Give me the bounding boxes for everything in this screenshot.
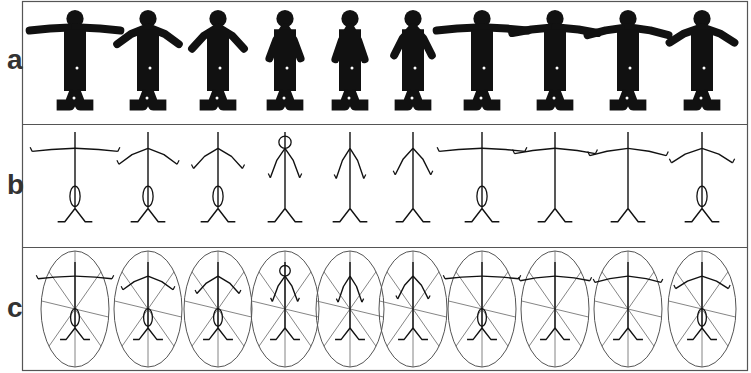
silhouette bbox=[267, 10, 304, 105]
silhouette bbox=[437, 10, 528, 105]
skeleton bbox=[195, 262, 241, 339]
silhouette bbox=[192, 10, 244, 105]
silhouette bbox=[30, 10, 121, 105]
skeleton bbox=[513, 132, 598, 222]
sector-ellipse bbox=[379, 251, 447, 367]
skeleton bbox=[121, 262, 175, 339]
skeleton bbox=[669, 132, 734, 222]
sector-ellipse bbox=[668, 251, 736, 367]
skeleton bbox=[443, 262, 520, 339]
skeleton bbox=[191, 132, 244, 222]
skeleton bbox=[674, 262, 730, 339]
skeleton bbox=[36, 262, 113, 339]
figure-frame bbox=[23, 2, 748, 371]
silhouette-row bbox=[30, 10, 735, 105]
skeleton bbox=[270, 262, 300, 339]
sector-ellipse bbox=[443, 251, 520, 367]
silhouette bbox=[117, 10, 179, 105]
skeleton bbox=[593, 262, 663, 339]
row-label: c bbox=[7, 294, 23, 322]
sector-ellipse bbox=[518, 251, 591, 367]
skeleton bbox=[518, 262, 591, 339]
silhouette bbox=[512, 10, 598, 105]
skeleton bbox=[335, 262, 365, 339]
row-label: b bbox=[7, 171, 24, 199]
sector-row bbox=[36, 251, 736, 367]
sector-ellipse bbox=[251, 251, 319, 367]
skeleton bbox=[30, 132, 120, 222]
silhouette bbox=[394, 10, 432, 105]
silhouette bbox=[332, 10, 369, 105]
skeleton bbox=[117, 132, 179, 222]
skeleton-row bbox=[30, 132, 735, 222]
skeleton bbox=[396, 262, 430, 339]
skeleton bbox=[333, 132, 368, 222]
silhouette bbox=[670, 10, 735, 105]
row-divider bbox=[23, 124, 748, 125]
sector-ellipse bbox=[114, 251, 182, 367]
row-label: a bbox=[7, 46, 23, 74]
skeleton bbox=[588, 132, 669, 222]
sector-ellipse bbox=[36, 251, 113, 367]
silhouette bbox=[588, 10, 669, 105]
skeleton bbox=[268, 132, 303, 222]
skeleton bbox=[437, 132, 527, 222]
row-divider bbox=[23, 247, 748, 248]
sector-ellipse bbox=[593, 251, 663, 367]
skeleton bbox=[393, 132, 433, 222]
sector-ellipse bbox=[316, 251, 384, 367]
sector-ellipse bbox=[184, 251, 252, 367]
